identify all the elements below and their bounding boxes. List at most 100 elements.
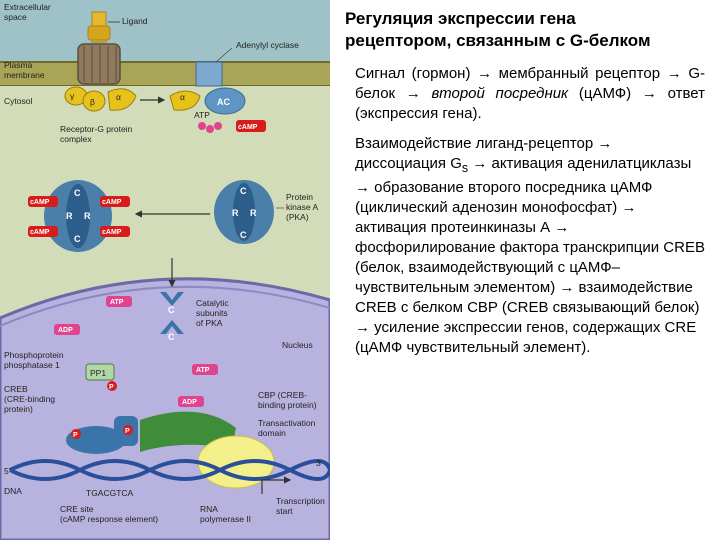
text-segment: Сигнал (гормон) bbox=[355, 65, 478, 82]
summary-paragraph: Сигнал (гормон) → мембранный рецептор → … bbox=[355, 64, 705, 124]
label-dna: DNA bbox=[4, 486, 22, 496]
pka-c-top-right: C bbox=[240, 186, 247, 196]
beta-label: β bbox=[90, 97, 95, 107]
camp-badge-4 bbox=[100, 226, 130, 237]
arrow-glyph: → bbox=[666, 65, 682, 82]
arrow-glyph: → bbox=[405, 85, 421, 102]
label-line: Phosphoprotein bbox=[4, 350, 64, 360]
label-line: subunits bbox=[196, 308, 228, 318]
text-segment: усиление экспрессии генов, содержащих CR… bbox=[355, 319, 697, 356]
camp-badge-1 bbox=[28, 196, 58, 207]
text-segment: фосфорилирование фактора транскрипции CR… bbox=[355, 239, 705, 296]
label-line: start bbox=[276, 506, 293, 516]
label-cbp: CBP (CREB-binding protein) bbox=[258, 390, 317, 410]
label-line: kinase A bbox=[286, 202, 318, 212]
label-line: (PKA) bbox=[286, 212, 309, 222]
arrow-glyph: → bbox=[554, 219, 570, 236]
adp-badge-left bbox=[54, 324, 80, 335]
pp1-box bbox=[85, 363, 115, 381]
text-segment: мембранный рецептор bbox=[492, 65, 667, 82]
gamma-label: γ bbox=[70, 91, 75, 101]
camp-label-1: cAMP bbox=[30, 199, 50, 206]
label-line: membrane bbox=[4, 70, 45, 80]
text-segment: активация протеинкиназы А bbox=[355, 219, 555, 236]
label-five-prime: 5' bbox=[4, 466, 11, 476]
p-circle-creb-left bbox=[71, 429, 81, 439]
pka-r-left-b: R bbox=[84, 211, 91, 221]
atp-label-right: ATP bbox=[196, 367, 210, 374]
camp-label-2: cAMP bbox=[102, 199, 122, 206]
p-circle-creb-right bbox=[123, 425, 133, 435]
pka-r-right-a: R bbox=[232, 208, 239, 218]
g-beta-subunit bbox=[82, 90, 106, 112]
text-segment: s bbox=[461, 161, 469, 175]
slide-title: Регуляция экспрессии гена рецептором, св… bbox=[345, 9, 651, 50]
label-line: (cAMP response element) bbox=[60, 514, 158, 524]
text-segment: диссоциация G bbox=[355, 155, 462, 172]
pka-inactive-left bbox=[44, 180, 112, 252]
atp-label-mid: ATP bbox=[110, 299, 124, 306]
pka-c-top-left: C bbox=[74, 188, 81, 198]
label-line: Catalytic bbox=[196, 298, 229, 308]
text-segment: (цАМФ) bbox=[568, 85, 642, 102]
g-protein bbox=[64, 86, 201, 112]
arrow-glyph: → bbox=[477, 65, 493, 82]
tx-start-arrow bbox=[261, 476, 292, 494]
adp-badge-right bbox=[178, 396, 204, 407]
camp-badge-3 bbox=[28, 226, 58, 237]
ligand bbox=[87, 11, 111, 43]
g-alpha-subunit bbox=[107, 88, 137, 111]
camp-top-badge bbox=[236, 120, 266, 132]
camp-label-3: cAMP bbox=[30, 229, 50, 236]
nuclear-envelope-inner bbox=[0, 285, 330, 327]
arrow-glyph: → bbox=[559, 279, 575, 296]
label-line: Extracellular bbox=[4, 2, 51, 12]
text-segment: взаимодействие CREB с белком CBP (CREB с… bbox=[355, 279, 700, 316]
text-panel: Регуляция экспрессии гена рецептором, св… bbox=[345, 8, 705, 368]
text-segment: второй посредник bbox=[420, 85, 569, 102]
adenylyl-cyclase bbox=[195, 61, 246, 115]
alpha-free-label: α bbox=[180, 92, 185, 102]
ac-label: AC bbox=[217, 97, 230, 107]
label-line: Protein bbox=[286, 192, 313, 202]
p-label-creb-right: P bbox=[125, 428, 130, 435]
text-segment: Взаимодействие лиганд-рецептор bbox=[355, 135, 598, 152]
camp-label-top: cAMP bbox=[238, 124, 258, 131]
label-line: polymerase II bbox=[200, 514, 251, 524]
plasma-membrane-band bbox=[0, 62, 330, 86]
label-line: space bbox=[4, 12, 27, 22]
adp-label-left: ADP bbox=[58, 327, 73, 334]
label-line: CREB bbox=[4, 384, 28, 394]
label-line: Transcription bbox=[276, 496, 325, 506]
label-line: CRE site bbox=[60, 504, 94, 514]
diagram-canvas: γ β α α AC ATP cAMP C R R C cAMP cAMP cA… bbox=[0, 0, 330, 540]
g-alpha-free bbox=[169, 90, 201, 111]
label-line: domain bbox=[258, 428, 286, 438]
p-circle-pp1 bbox=[107, 381, 117, 391]
label-line: complex bbox=[60, 134, 92, 144]
signaling-diagram: γ β α α AC ATP cAMP C R R C cAMP cAMP cA… bbox=[0, 0, 330, 540]
text-segment: образование второго посредника цАМФ (цик… bbox=[355, 179, 653, 216]
label-line: Receptor-G protein bbox=[60, 124, 133, 134]
c-free-bot: C bbox=[168, 332, 175, 342]
label-line: phosphatase 1 bbox=[4, 360, 60, 370]
pka-right bbox=[214, 180, 274, 244]
text-segment: G-белок bbox=[355, 65, 705, 102]
atp-badge-right bbox=[192, 364, 218, 375]
atp-cluster-top bbox=[198, 122, 222, 133]
label-three-prime: 3' bbox=[316, 458, 323, 468]
dna-helix bbox=[9, 459, 330, 481]
label-cytosol: Cytosol bbox=[4, 96, 32, 106]
text-segment: активация аденилатциклазы bbox=[487, 155, 692, 172]
arrow-glyph: → bbox=[597, 135, 613, 152]
arrow-glyph: → bbox=[355, 319, 370, 336]
adenylyl-leader bbox=[215, 47, 233, 63]
label-line: of PKA bbox=[196, 318, 223, 328]
